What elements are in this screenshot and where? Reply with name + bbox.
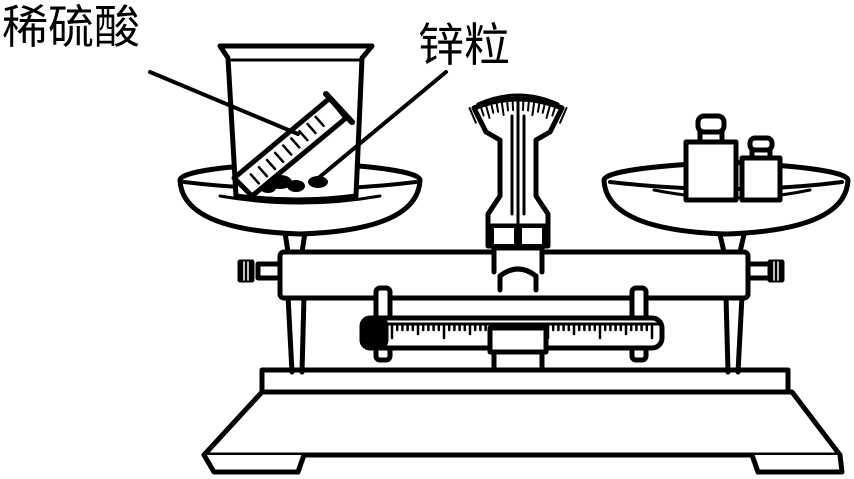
left-adjust-screw-icon xyxy=(237,259,255,283)
zinc-granules xyxy=(260,175,328,193)
support-posts xyxy=(285,293,745,375)
right-adjust-screw-icon xyxy=(767,259,785,283)
test-tube xyxy=(231,91,355,199)
weight-large xyxy=(683,113,739,203)
label-dilute-sulfuric-acid: 稀硫酸 xyxy=(2,0,140,54)
weight-small xyxy=(739,135,783,203)
label-zinc-granules: 锌粒 xyxy=(418,18,510,72)
leader-lines xyxy=(148,70,448,182)
pointer-dial xyxy=(468,93,568,249)
center-pillar xyxy=(487,245,549,373)
balance-base xyxy=(201,367,845,475)
